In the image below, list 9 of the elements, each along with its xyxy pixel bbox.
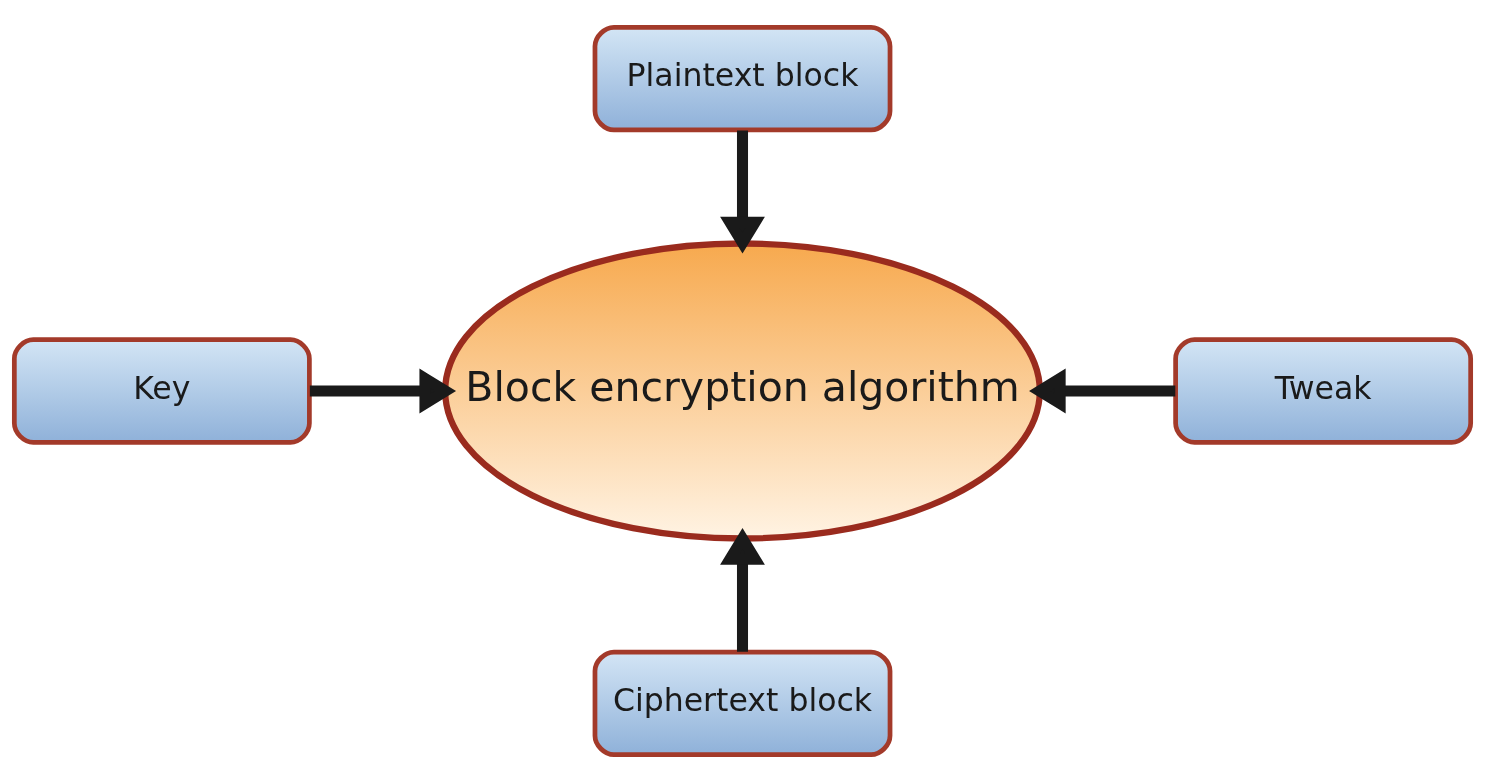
node-ellipse: Block encryption algorithm — [442, 239, 1043, 542]
node-box: Tweak — [1173, 336, 1474, 445]
node-box: Key — [11, 336, 312, 445]
node-box: Ciphertext block — [592, 649, 893, 757]
arrow — [720, 527, 765, 652]
arrow — [309, 368, 457, 413]
node-box: Plaintext block — [592, 24, 893, 132]
arrow — [720, 130, 765, 253]
arrow — [1029, 368, 1176, 413]
